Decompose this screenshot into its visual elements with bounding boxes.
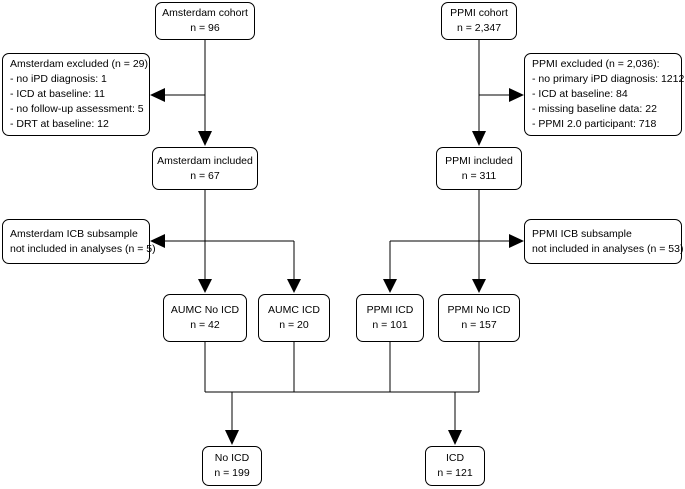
- node-subtitle: not included in analyses (n = 53): [532, 242, 684, 255]
- node-title: PPMI cohort: [450, 7, 508, 19]
- amsterdam-excluded-box: Amsterdam excluded (n = 29): - no iPD di…: [2, 53, 151, 136]
- arrowhead: [472, 279, 486, 293]
- arrowhead: [225, 430, 239, 445]
- ppmi-no-icd-box: PPMI No ICD n = 157: [438, 294, 520, 342]
- exclusion-item: - missing baseline data: 22: [532, 103, 657, 115]
- node-count: n = 67: [190, 169, 220, 182]
- node-title: Amsterdam excluded (n = 29):: [10, 58, 151, 70]
- amsterdam-icb-box: Amsterdam ICB subsample not included in …: [2, 219, 156, 264]
- exclusion-item: - no follow-up assessment: 5: [10, 103, 144, 115]
- exclusion-item: - PPMI 2.0 participant: 718: [532, 118, 657, 130]
- arrowhead: [472, 131, 486, 146]
- node-title: ICD: [445, 452, 465, 464]
- node-count: n = 2,347: [456, 22, 502, 34]
- node-count: n = 311: [461, 169, 497, 182]
- node-title: PPMI included: [445, 154, 513, 167]
- ppmi-excluded-box: PPMI excluded (n = 2,036): - no primary …: [524, 53, 685, 136]
- aumc-no-icd-box: AUMC No ICD n = 42: [163, 294, 247, 342]
- node-title: AUMC No ICD: [170, 304, 240, 316]
- node-title: Amsterdam ICB subsample: [10, 227, 138, 240]
- exclusion-item: - DRT at baseline: 12: [10, 118, 109, 130]
- node-title: No ICD: [214, 452, 250, 464]
- amsterdam-included-box: Amsterdam included n = 67: [152, 147, 258, 190]
- arrowhead: [448, 430, 462, 445]
- arrowhead: [198, 279, 212, 293]
- node-count: n = 20: [279, 319, 309, 331]
- arrowhead: [287, 279, 301, 293]
- exclusion-item: - ICD at baseline: 11: [10, 88, 105, 100]
- exclusion-item: - no primary iPD diagnosis: 1212: [532, 73, 685, 85]
- node-count: n = 101: [372, 319, 408, 331]
- ppmi-cohort-box: PPMI cohort n = 2,347: [441, 2, 517, 40]
- node-title: Amsterdam included: [157, 154, 253, 167]
- node-count: n = 157: [461, 319, 497, 331]
- node-count: n = 42: [190, 319, 220, 331]
- node-subtitle: not included in analyses (n = 5): [10, 242, 156, 255]
- exclusion-item: - ICD at baseline: 84: [532, 88, 628, 100]
- node-title: Amsterdam cohort: [162, 7, 248, 19]
- amsterdam-cohort-box: Amsterdam cohort n = 96: [155, 2, 255, 40]
- node-title: PPMI ICB subsample: [532, 227, 632, 240]
- node-title: PPMI excluded (n = 2,036):: [532, 58, 660, 70]
- node-count: n = 199: [214, 467, 250, 479]
- arrowhead: [150, 234, 165, 248]
- node-count: n = 96: [190, 22, 220, 34]
- arrowhead: [150, 88, 165, 102]
- node-title: PPMI No ICD: [447, 304, 511, 316]
- arrowhead: [509, 234, 524, 248]
- icd-box: ICD n = 121: [425, 446, 485, 486]
- node-title: AUMC ICD: [268, 304, 320, 316]
- aumc-icd-box: AUMC ICD n = 20: [258, 294, 330, 342]
- node-count: n = 121: [437, 467, 473, 479]
- ppmi-icd-box: PPMI ICD n = 101: [356, 294, 424, 342]
- exclusion-item: - no iPD diagnosis: 1: [10, 73, 107, 85]
- arrowhead: [509, 88, 524, 102]
- node-title: PPMI ICD: [366, 304, 414, 316]
- ppmi-icb-box: PPMI ICB subsample not included in analy…: [524, 219, 684, 264]
- no-icd-box: No ICD n = 199: [202, 446, 262, 486]
- arrowhead: [198, 131, 212, 146]
- arrowhead: [383, 279, 397, 293]
- ppmi-included-box: PPMI included n = 311: [436, 147, 522, 190]
